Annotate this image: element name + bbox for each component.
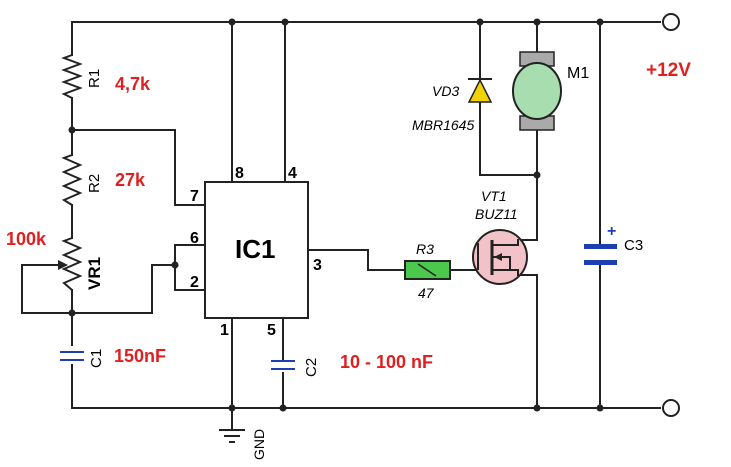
ic1-name-label: IC1 (235, 234, 275, 264)
junction-dot (279, 404, 287, 412)
motor-m1: M1 (512, 51, 589, 131)
ic1-pin7-label: 7 (190, 188, 199, 205)
ic1-pin8-label: 8 (235, 165, 244, 182)
junction-dot (533, 18, 541, 26)
capacitor-c1: C1 150nF (60, 346, 166, 368)
junction-dot (228, 18, 236, 26)
c2-value-label: 10 - 100 nF (340, 352, 433, 372)
ground-label: GND (251, 429, 267, 460)
mosfet-source-wire (517, 274, 538, 409)
motor-bottom-wire (517, 129, 538, 241)
vr1-ref-label: VR1 (85, 257, 104, 290)
r1-zigzag-icon (61, 54, 83, 99)
vt1-part-label: BUZ11 (475, 206, 518, 222)
vt1-ref-label: VT1 (481, 188, 507, 204)
r1-ref-label: R1 (86, 69, 103, 88)
junction-dot (68, 126, 76, 134)
diode-vd3: VD3 MBR1645 (412, 78, 493, 133)
c1-value-label: 150nF (114, 346, 166, 366)
ic1-pin6-label: 6 (190, 230, 199, 247)
r3-ref-label: R3 (416, 241, 434, 257)
c3-plate-top (584, 244, 617, 249)
ic1-chip: IC1 8 4 7 6 2 3 1 5 (190, 165, 322, 339)
ic1-pin1-label: 1 (220, 322, 229, 339)
c1-ref-label: C1 (88, 349, 105, 368)
m1-ref-label: M1 (567, 65, 589, 82)
vd3-triangle-icon (467, 78, 493, 103)
potentiometer-vr1: VR1 100k (6, 229, 104, 291)
junction-dot (596, 404, 604, 412)
junction-dot (476, 18, 484, 26)
vr1-wiper-loop-wire (21, 264, 73, 314)
ic1-pin5-label: 5 (267, 322, 276, 339)
ground-symbol: GND (219, 429, 267, 460)
junction-dot (228, 404, 236, 412)
diode-cathode-wire (479, 101, 538, 176)
vt1-drain-lead (491, 239, 519, 246)
r2-ref-label: R2 (86, 174, 103, 193)
junction-dot (171, 261, 179, 269)
positive-terminal (662, 13, 680, 31)
junction-dot (281, 18, 289, 26)
supply-voltage-label: +12V (646, 60, 691, 81)
pin2-wire (71, 264, 176, 314)
r1-value-label: 4,7k (115, 74, 151, 94)
r3-value-label: 47 (418, 285, 435, 301)
vr1-zigzag-icon (61, 237, 83, 291)
junction-dot (68, 309, 76, 317)
r2-value-label: 27k (115, 170, 146, 190)
c3-ref-label: C3 (624, 237, 643, 254)
junction-dot (596, 18, 604, 26)
r3-stripe (417, 263, 437, 277)
vt1-source-lead (491, 269, 519, 276)
junctions (68, 18, 604, 412)
vd3-part-label: MBR1645 (412, 117, 474, 133)
junction-dot (533, 404, 541, 412)
vr1-wiper-arrow-icon (58, 260, 68, 270)
ic1-body (204, 181, 309, 319)
pin7-wire (71, 129, 206, 206)
vd3-ref-label: VD3 (432, 83, 459, 99)
ic1-pin2-label: 2 (190, 274, 199, 291)
c3-plus-label: + (607, 223, 616, 240)
c3-plate-bottom (584, 260, 617, 265)
junction-dot (533, 171, 541, 179)
negative-terminal (662, 399, 680, 417)
vr1-value-label: 100k (6, 229, 47, 249)
ic1-pin4-label: 4 (288, 165, 297, 182)
resistor-r2: R2 27k (61, 154, 146, 206)
capacitor-c3: + C3 (584, 223, 643, 265)
vt1-arrow-icon (494, 253, 502, 261)
resistor-r3: R3 47 (404, 241, 451, 301)
pin3-wire (307, 249, 406, 271)
r2-zigzag-icon (61, 154, 83, 206)
ic1-pin3-label: 3 (313, 257, 322, 274)
m1-body-icon (512, 62, 562, 120)
mosfet-vt1: VT1 BUZ11 (472, 188, 528, 285)
c2-ref-label: C2 (303, 358, 320, 377)
capacitor-c2: C2 10 - 100 nF (271, 352, 433, 377)
resistor-r1: R1 4,7k (61, 54, 151, 99)
